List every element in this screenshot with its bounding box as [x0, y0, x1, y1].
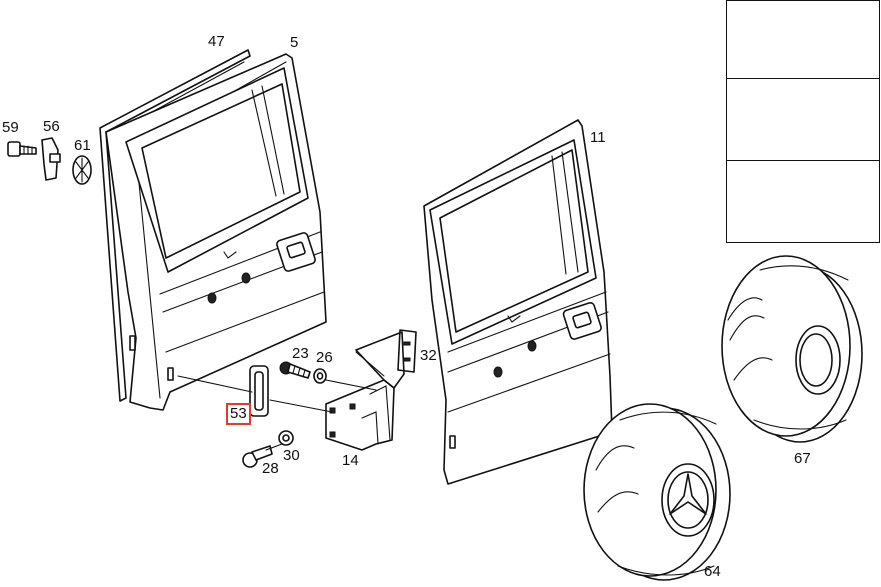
vehicle-variant-frame-2	[726, 78, 880, 161]
label-part-30[interactable]: 30	[283, 447, 300, 464]
spare-wheel-64-part[interactable]	[583, 403, 731, 581]
label-part-64[interactable]: 64	[704, 563, 721, 580]
label-part-14[interactable]: 14	[342, 452, 359, 469]
label-part-59[interactable]: 59	[2, 119, 19, 136]
label-part-26[interactable]: 26	[316, 349, 333, 366]
leader-lines	[177, 351, 385, 451]
label-part-32[interactable]: 32	[420, 347, 437, 364]
right-door-part[interactable]	[423, 119, 613, 485]
vehicle-variant-frame-1	[726, 0, 880, 83]
clip-56-part[interactable]	[41, 137, 61, 181]
washer-26-part[interactable]	[313, 368, 327, 384]
label-part-47[interactable]: 47	[208, 33, 225, 50]
vehicle-variant-frame-3	[726, 160, 880, 243]
spare-wheel-67-part[interactable]	[721, 255, 863, 443]
label-part-5[interactable]: 5	[290, 34, 299, 51]
label-part-28[interactable]: 28	[262, 460, 279, 477]
label-part-53-highlighted[interactable]: 53	[226, 403, 251, 425]
bolt-23-part[interactable]	[279, 361, 311, 379]
washer-30-part[interactable]	[278, 430, 294, 446]
grommet-61-part[interactable]	[72, 155, 92, 185]
label-part-67[interactable]: 67	[794, 450, 811, 467]
label-part-56[interactable]: 56	[43, 118, 60, 135]
label-part-11[interactable]: 11	[590, 129, 606, 146]
label-part-23[interactable]: 23	[292, 345, 309, 362]
gasket-53-part[interactable]	[249, 365, 269, 417]
bolt-59-part[interactable]	[7, 141, 37, 157]
left-door-part[interactable]	[105, 53, 327, 411]
hinge-bracket-14-part[interactable]	[325, 331, 405, 451]
label-part-61[interactable]: 61	[74, 137, 91, 154]
